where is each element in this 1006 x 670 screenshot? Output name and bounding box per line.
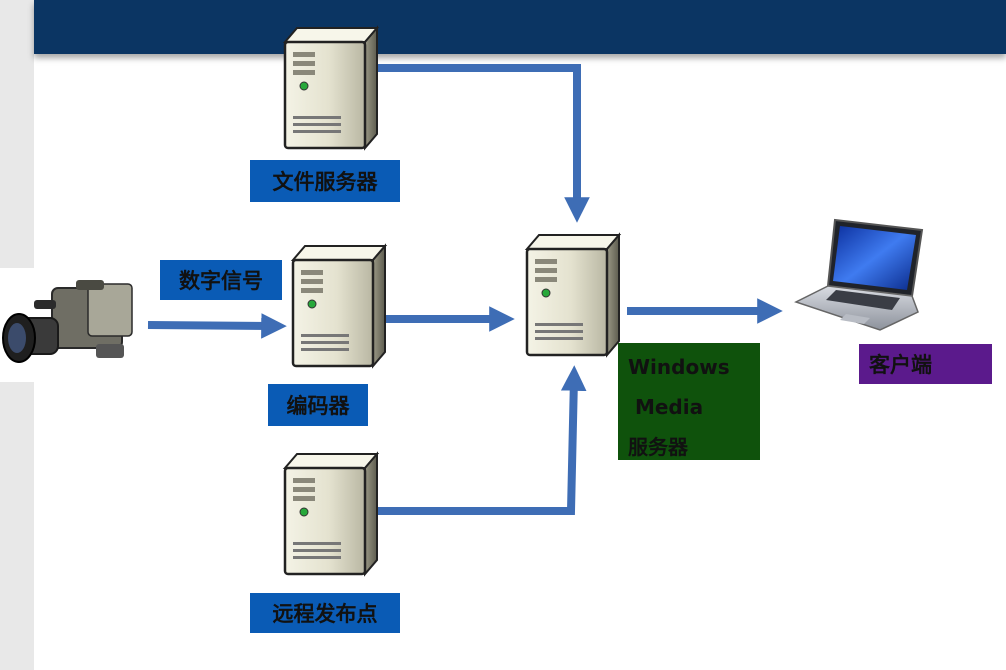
wms-label-line-2: Media [628, 395, 704, 419]
file-server-icon [283, 26, 379, 150]
header-band [34, 0, 1006, 54]
wms-label-line-3: 服务器 [628, 435, 688, 459]
wms-label: Windows Media 服务器 [618, 343, 760, 460]
file-server-label-text: 文件服务器 [272, 170, 378, 194]
wms-label-line-1: Windows [628, 355, 730, 379]
encoder-label-text: 编码器 [286, 394, 350, 418]
client-label: 客户端 [859, 344, 992, 384]
arrow-camera-to-encoder [147, 313, 287, 339]
client-label-text: 客户端 [869, 353, 932, 377]
digital-signal-label: 数字信号 [160, 260, 282, 300]
remote-point-label: 远程发布点 [250, 593, 400, 633]
arrow-file-server-to-wms [378, 64, 590, 223]
file-server-label: 文件服务器 [250, 160, 400, 202]
remote-point-label-text: 远程发布点 [272, 602, 378, 626]
arrows [147, 64, 783, 515]
remote-point-server-icon [283, 452, 379, 576]
arrow-remote-to-wms [378, 365, 587, 515]
digital-signal-label-text: 数字信号 [179, 269, 263, 293]
wms-server-icon [525, 233, 621, 357]
encoder-server-icon [291, 244, 387, 368]
laptop-icon [794, 218, 924, 331]
encoder-label: 编码器 [268, 384, 368, 426]
video-camera-icon [0, 268, 140, 382]
